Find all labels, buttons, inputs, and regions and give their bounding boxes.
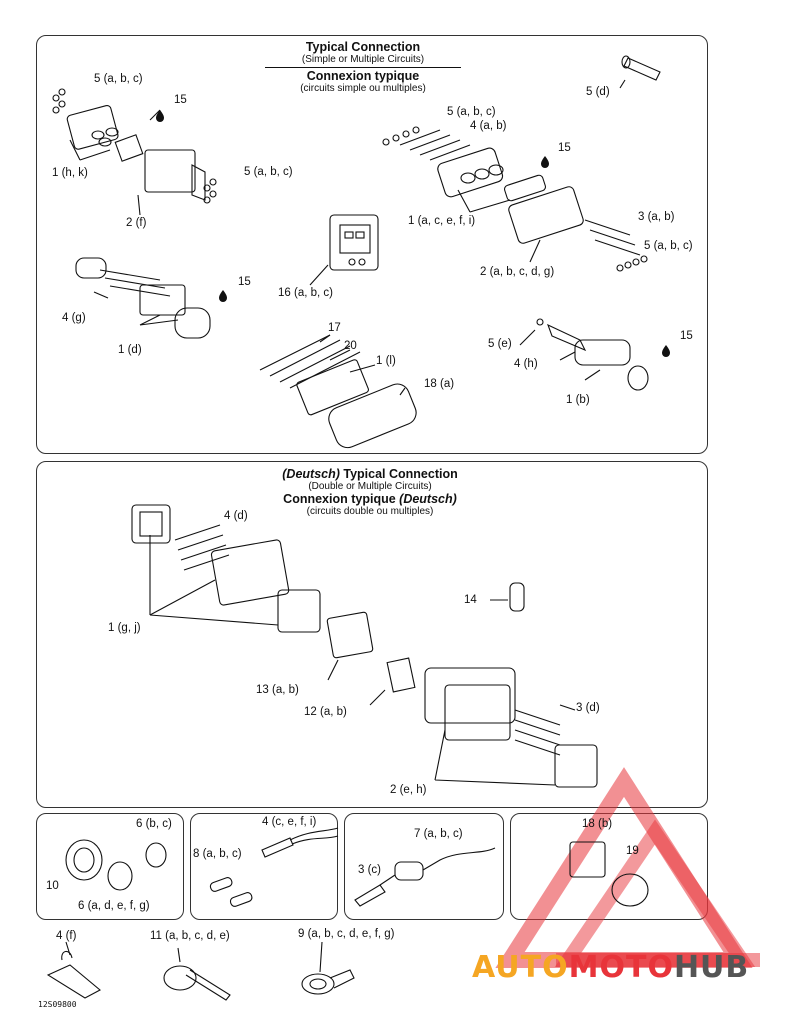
label-3d: 3 (d) [576, 702, 600, 714]
label-5abc-mid-left: 5 (a, b, c) [244, 166, 293, 178]
label-1d: 1 (d) [118, 344, 142, 356]
panel2-header: (Deutsch) Typical Connection (Double or … [255, 467, 485, 517]
panel-terminals [190, 813, 338, 920]
label-5abc-top-left: 5 (a, b, c) [94, 73, 143, 85]
label-15-c: 15 [238, 276, 251, 288]
label-17: 17 [328, 322, 341, 334]
label-3ab: 3 (a, b) [638, 211, 675, 223]
panel1-divider [265, 67, 461, 68]
label-5abc-mid-right: 5 (a, b, c) [644, 240, 693, 252]
label-2f: 2 (f) [126, 217, 147, 229]
panel1-title: Typical Connection [305, 40, 421, 54]
label-4cefi: 4 (c, e, f, i) [262, 816, 317, 828]
label-4d: 4 (d) [224, 510, 248, 522]
panel1-header: Typical Connection (Simple or Multiple C… [265, 40, 461, 65]
panel-deutsch-connection [36, 461, 708, 808]
label-13ab: 13 (a, b) [256, 684, 299, 696]
label-4f: 4 (f) [56, 930, 77, 942]
panel2-title-fr: Connexion typique [283, 492, 400, 506]
panel2-subtitle: (Double or Multiple Circuits) [308, 481, 432, 492]
label-15-a: 15 [174, 94, 187, 106]
label-8abc: 8 (a, b, c) [193, 848, 242, 860]
panel1-title-fr: Connexion typique [306, 69, 420, 83]
label-1acefi: 1 (a, c, e, f, i) [408, 215, 476, 227]
label-4g: 4 (g) [62, 312, 86, 324]
drawing-code: 12S09800 [38, 1000, 77, 1009]
label-5abc-top-right: 5 (a, b, c) [447, 106, 496, 118]
label-1b: 1 (b) [566, 394, 590, 406]
label-2eh: 2 (e, h) [390, 784, 427, 796]
label-16abc: 16 (a, b, c) [278, 287, 333, 299]
label-14: 14 [464, 594, 477, 606]
label-19: 19 [626, 845, 639, 857]
label-15-d: 15 [680, 330, 693, 342]
label-1l: 1 (l) [376, 355, 396, 367]
panel1-header-fr: Connexion typique (circuits simple ou mu… [265, 69, 461, 94]
label-3c: 3 (c) [358, 864, 381, 876]
label-5d: 5 (d) [586, 86, 610, 98]
watermark-hub: HUB [673, 950, 750, 985]
label-5e: 5 (e) [488, 338, 512, 350]
label-1hk: 1 (h, k) [52, 167, 88, 179]
label-18a: 18 (a) [424, 378, 455, 390]
label-4ab: 4 (a, b) [470, 120, 507, 132]
label-1gj: 1 (g, j) [108, 622, 141, 634]
label-2abcdg: 2 (a, b, c, d, g) [480, 266, 555, 278]
panel2-title-fr-italic: (Deutsch) [399, 492, 457, 506]
watermark-text: AUTOMOTOHUB [472, 950, 749, 985]
panel2-title: Typical Connection [339, 467, 458, 481]
label-6adefg: 6 (a, d, e, f, g) [78, 900, 150, 912]
panel-typical-connection [36, 35, 708, 454]
label-11: 11 (a, b, c, d, e) [150, 930, 230, 942]
label-4h: 4 (h) [514, 358, 538, 370]
panel-splice [344, 813, 504, 920]
watermark-moto: MOTO [568, 950, 674, 985]
watermark-auto: AUTO [472, 950, 569, 985]
panel2-title-italic: (Deutsch) [282, 467, 340, 481]
label-18b: 18 (b) [582, 818, 613, 830]
panel2-subtitle-fr: (circuits double ou multiples) [306, 506, 434, 517]
panel1-subtitle-fr: (circuits simple ou multiples) [300, 83, 426, 94]
label-9: 9 (a, b, c, d, e, f, g) [298, 928, 395, 940]
panel1-subtitle: (Simple or Multiple Circuits) [301, 54, 425, 65]
label-12ab: 12 (a, b) [304, 706, 347, 718]
label-6bc: 6 (b, c) [136, 818, 172, 830]
label-7abc: 7 (a, b, c) [414, 828, 463, 840]
label-10: 10 [46, 880, 59, 892]
label-15-b: 15 [558, 142, 571, 154]
label-20: 20 [344, 340, 357, 352]
